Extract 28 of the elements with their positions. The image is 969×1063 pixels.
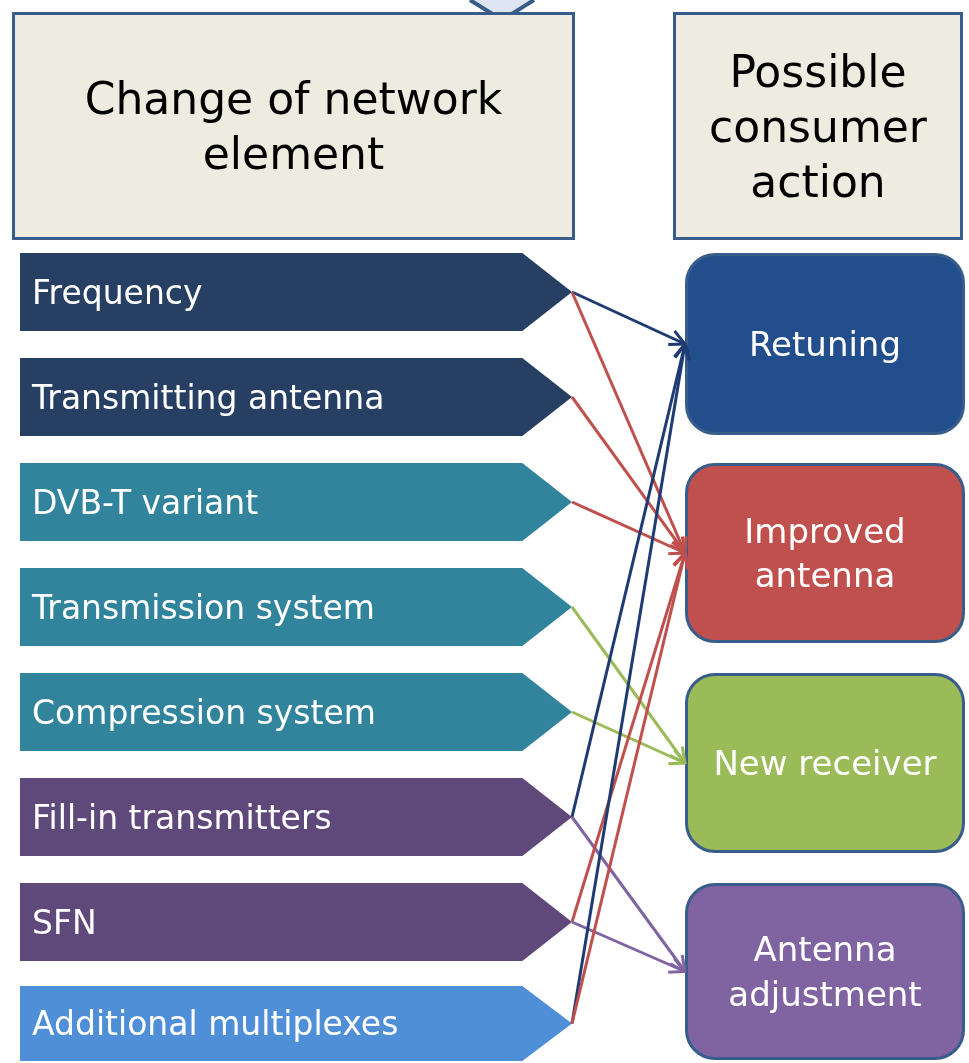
arrow	[571, 710, 687, 766]
node-label: DVB-T variant	[32, 482, 259, 522]
arrow	[570, 551, 690, 923]
column-header-box	[12, 12, 575, 240]
node-label: Improved antenna	[743, 509, 907, 597]
arrow	[570, 551, 691, 1024]
arrow	[571, 920, 687, 974]
node-label: SFN	[32, 902, 97, 942]
node-label: New receiver	[713, 741, 937, 785]
node-label: Additional multiplexes	[32, 1004, 399, 1043]
rounded-action-box	[685, 883, 965, 1060]
arrow	[570, 816, 687, 973]
node-label: Frequency	[32, 272, 203, 312]
rounded-action-box	[685, 253, 965, 435]
arrow	[570, 291, 688, 555]
node-label: Compression system	[32, 692, 376, 732]
rounded-action-box	[685, 463, 965, 643]
node-label: Transmission system	[32, 587, 375, 627]
arrow	[571, 290, 687, 347]
column-header-box	[673, 12, 963, 240]
node-label: Retuning	[749, 322, 901, 366]
node-label: Transmitting antenna	[32, 377, 385, 417]
rounded-action-box	[685, 673, 965, 853]
node-label: Possible consumer action	[708, 44, 928, 209]
node-label: Antenna adjustment	[727, 928, 923, 1016]
arrow	[570, 606, 687, 765]
node-label: Fill-in transmitters	[32, 797, 332, 837]
node-label: Change of network element	[83, 72, 504, 181]
